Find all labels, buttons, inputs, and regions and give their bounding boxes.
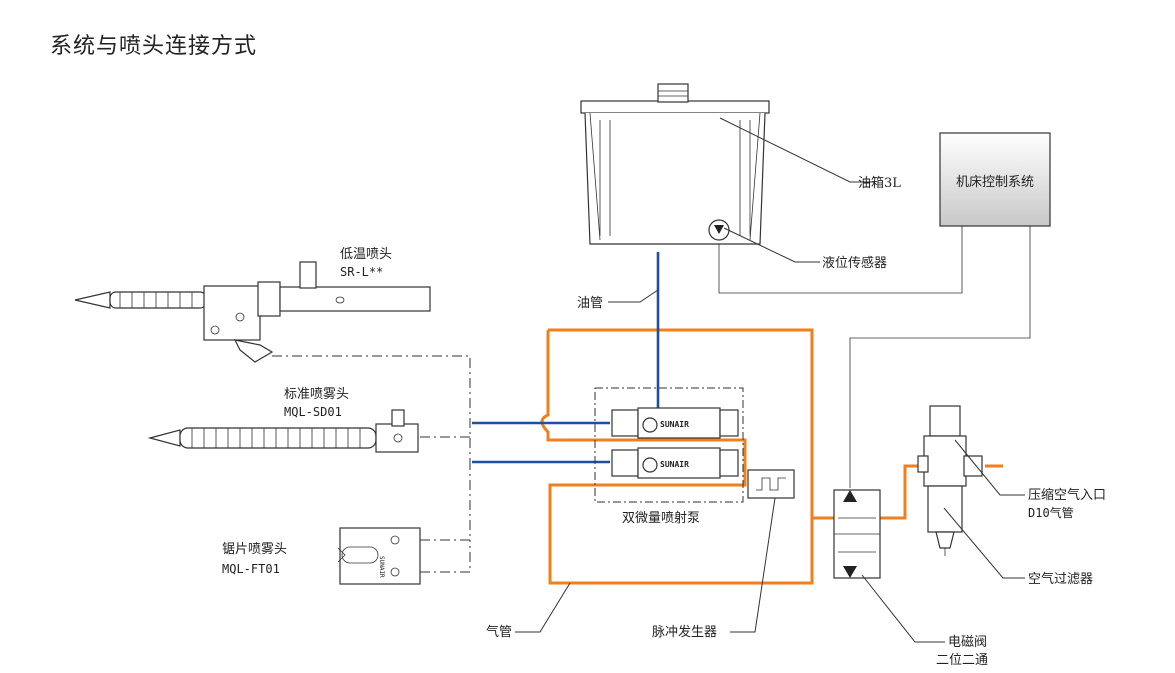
page-title: 系统与喷头连接方式 — [50, 34, 258, 59]
air-inlet-pipe-label: D10气管 — [1028, 505, 1074, 520]
low-temp-nozzle-model: SR-L** — [340, 265, 383, 279]
standard-nozzle-label: 标准喷雾头 — [284, 387, 349, 402]
pump-brand-upper: SUNAIR — [660, 420, 689, 429]
saw-blade-spray-nozzle: SUNAIR — [337, 527, 421, 585]
standard-nozzle-model: MQL-SD01 — [284, 405, 342, 419]
pulse-generator — [747, 469, 795, 499]
air-filter-label: 空气过滤器 — [1028, 571, 1093, 587]
machine-control-system: 机床控制系统 — [939, 132, 1051, 227]
air-pipe-label: 气管 — [486, 624, 512, 640]
low-temp-nozzle-label: 低温喷头 — [340, 247, 392, 262]
tank-label: 油箱3L — [858, 175, 901, 191]
oil-lines — [472, 252, 660, 464]
oil-pipe-label: 油管 — [577, 296, 603, 311]
pump-label: 双微量喷射泵 — [622, 510, 700, 526]
standard-spray-nozzle — [147, 409, 419, 453]
dual-micro-pump: SUNAIR SUNAIR — [594, 387, 744, 503]
level-sensor-label: 液位传感器 — [822, 255, 887, 271]
solenoid-type-label: 二位二通 — [936, 653, 988, 668]
saw-nozzle-label: 锯片喷雾头 — [222, 542, 287, 557]
control-system-label: 机床控制系统 — [956, 175, 1034, 190]
air-inlet-label: 压缩空气入口 — [1028, 487, 1106, 503]
pump-brand-lower: SUNAIR — [660, 460, 689, 469]
solenoid-label: 电磁阀 — [948, 635, 987, 650]
dashed-hoses — [272, 355, 471, 573]
leader-lines — [515, 117, 1025, 643]
saw-nozzle-brand: SUNAIR — [378, 556, 385, 578]
low-temp-nozzle — [74, 261, 431, 363]
pulse-generator-label: 脉冲发生器 — [652, 624, 717, 640]
signal-lines — [718, 226, 1031, 488]
oil-tank — [580, 83, 770, 245]
air-filter — [917, 405, 983, 556]
solenoid-valve — [833, 489, 881, 579]
saw-nozzle-model: MQL-FT01 — [222, 562, 280, 576]
